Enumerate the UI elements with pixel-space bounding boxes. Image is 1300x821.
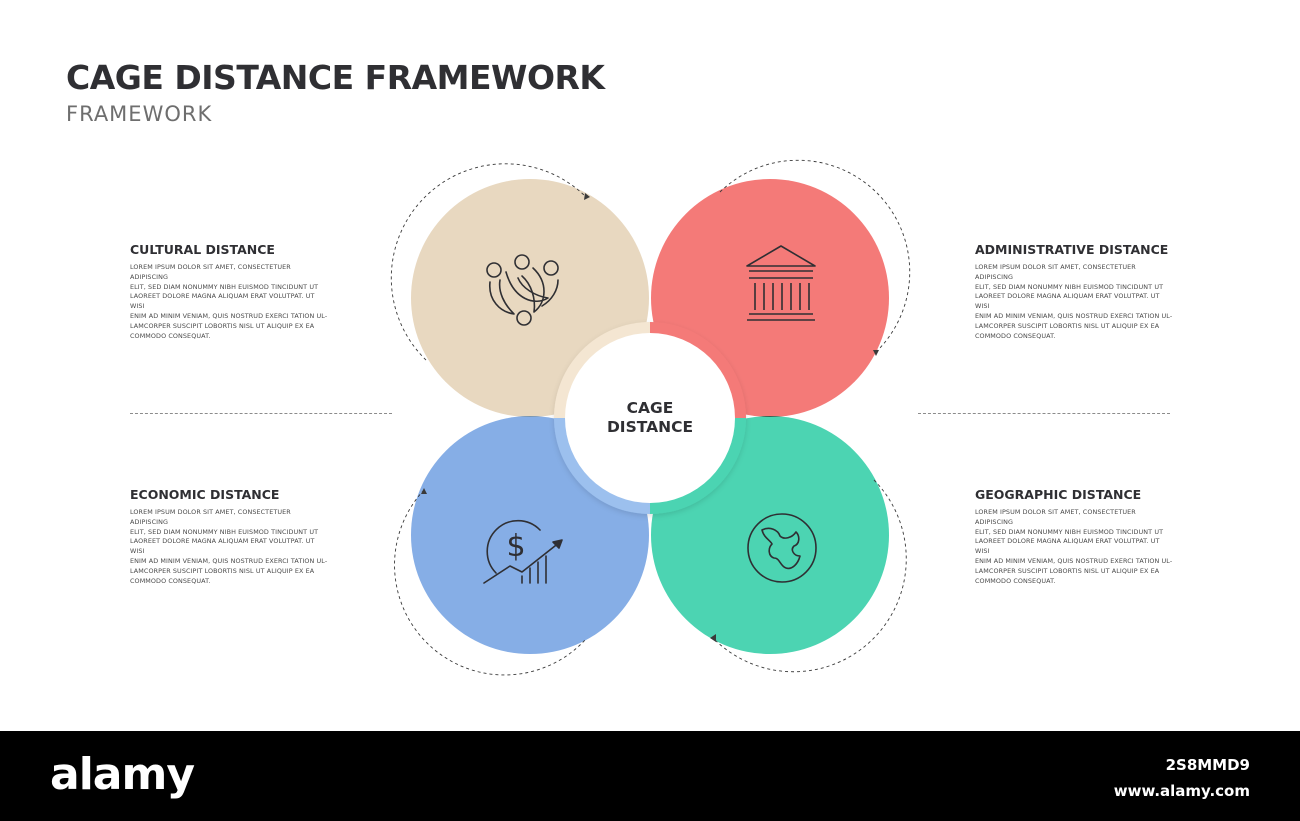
text-line: COMMODO CONSEQUAT.: [975, 576, 1056, 585]
text-line: LAOREET DOLORE MAGNA ALIQUAM ERAT VOLUTP…: [975, 292, 1160, 311]
economic-distance-heading: ECONOMIC DISTANCE: [130, 487, 280, 502]
cultural-distance-heading: CULTURAL DISTANCE: [130, 242, 275, 257]
text-line: LAMCORPER SUSCIPIT LOBORTIS NISL UT ALIQ…: [130, 321, 315, 330]
text-line: LAMCORPER SUSCIPIT LOBORTIS NISL UT ALIQ…: [975, 566, 1160, 575]
text-line: COMMODO CONSEQUAT.: [130, 576, 211, 585]
text-line: ELIT, SED DIAM NONUMMY NIBH EUISMOD TINC…: [130, 282, 319, 291]
economic-distance-block: ECONOMIC DISTANCE LOREM IPSUM DOLOR SIT …: [130, 487, 330, 586]
administrative-distance-heading: ADMINISTRATIVE DISTANCE: [975, 242, 1169, 257]
text-line: LAMCORPER SUSCIPIT LOBORTIS NISL UT ALIQ…: [130, 566, 315, 575]
administrative-distance-text: LOREM IPSUM DOLOR SIT AMET, CONSECTETUER…: [975, 263, 1175, 341]
text-line: LOREM IPSUM DOLOR SIT AMET, CONSECTETUER…: [130, 263, 291, 281]
text-line: LAOREET DOLORE MAGNA ALIQUAM ERAT VOLUTP…: [130, 537, 315, 556]
geographic-arc: [712, 479, 907, 673]
text-line: COMMODO CONSEQUAT.: [975, 331, 1056, 340]
people-circle-icon: [486, 254, 559, 326]
dollar-growth-icon: $: [483, 519, 563, 584]
text-line: COMMODO CONSEQUAT.: [130, 331, 211, 340]
text-line: LOREM IPSUM DOLOR SIT AMET, CONSECTETUER…: [975, 263, 1136, 281]
administrative-distance-block: ADMINISTRATIVE DISTANCE LOREM IPSUM DOLO…: [975, 242, 1175, 341]
right-divider: [918, 413, 1170, 414]
text-line: LOREM IPSUM DOLOR SIT AMET, CONSECTETUER…: [130, 508, 291, 526]
text-line: LOREM IPSUM DOLOR SIT AMET, CONSECTETUER…: [975, 508, 1136, 526]
page-title: CAGE DISTANCE FRAMEWORK: [66, 58, 605, 97]
image-id: 2S8MMD9: [1165, 756, 1250, 774]
arrowhead: [710, 634, 716, 642]
geographic-distance-text: LOREM IPSUM DOLOR SIT AMET, CONSECTETUER…: [975, 508, 1175, 586]
arrowhead: [584, 193, 590, 200]
text-line: LAMCORPER SUSCIPIT LOBORTIS NISL UT ALIQ…: [975, 321, 1160, 330]
text-line: ENIM AD MINIM VENIAM, QUIS NOSTRUD EXERC…: [975, 556, 1173, 565]
text-line: ENIM AD MINIM VENIAM, QUIS NOSTRUD EXERC…: [130, 556, 328, 565]
cage-venn-diagram: $ CAGE DISTANCE: [390, 159, 911, 676]
center-label-line1: CAGE: [627, 399, 674, 417]
arrowhead: [421, 488, 427, 494]
brand-logo: alamy: [50, 749, 195, 800]
text-line: LAOREET DOLORE MAGNA ALIQUAM ERAT VOLUTP…: [975, 537, 1160, 556]
arc-arrowheads: [421, 193, 879, 642]
bank-building-icon: [746, 245, 816, 321]
svg-text:$: $: [506, 529, 525, 564]
center-label-line2: DISTANCE: [607, 418, 693, 436]
globe-icon: [747, 513, 817, 583]
page-subtitle: FRAMEWORK: [66, 102, 213, 126]
economic-distance-text: LOREM IPSUM DOLOR SIT AMET, CONSECTETUER…: [130, 508, 330, 586]
text-line: ENIM AD MINIM VENIAM, QUIS NOSTRUD EXERC…: [975, 311, 1173, 320]
geographic-distance-block: GEOGRAPHIC DISTANCE LOREM IPSUM DOLOR SI…: [975, 487, 1175, 586]
watermark-footer: alamy 2S8MMD9 www.alamy.com: [0, 731, 1300, 821]
text-line: ELIT, SED DIAM NONUMMY NIBH EUISMOD TINC…: [130, 527, 319, 536]
text-line: ENIM AD MINIM VENIAM, QUIS NOSTRUD EXERC…: [130, 311, 328, 320]
administrative-arc: [719, 159, 911, 353]
left-divider: [130, 413, 392, 414]
cultural-distance-block: CULTURAL DISTANCE LOREM IPSUM DOLOR SIT …: [130, 242, 330, 341]
text-line: ELIT, SED DIAM NONUMMY NIBH EUISMOD TINC…: [975, 527, 1164, 536]
text-line: LAOREET DOLORE MAGNA ALIQUAM ERAT VOLUTP…: [130, 292, 315, 311]
text-line: ELIT, SED DIAM NONUMMY NIBH EUISMOD TINC…: [975, 282, 1164, 291]
dashed-arrow-arcs: [390, 159, 911, 676]
center-disc: [565, 333, 735, 503]
arrowhead: [873, 350, 879, 356]
cultural-distance-text: LOREM IPSUM DOLOR SIT AMET, CONSECTETUER…: [130, 263, 330, 341]
geographic-distance-heading: GEOGRAPHIC DISTANCE: [975, 487, 1142, 502]
brand-url: www.alamy.com: [1113, 782, 1250, 800]
